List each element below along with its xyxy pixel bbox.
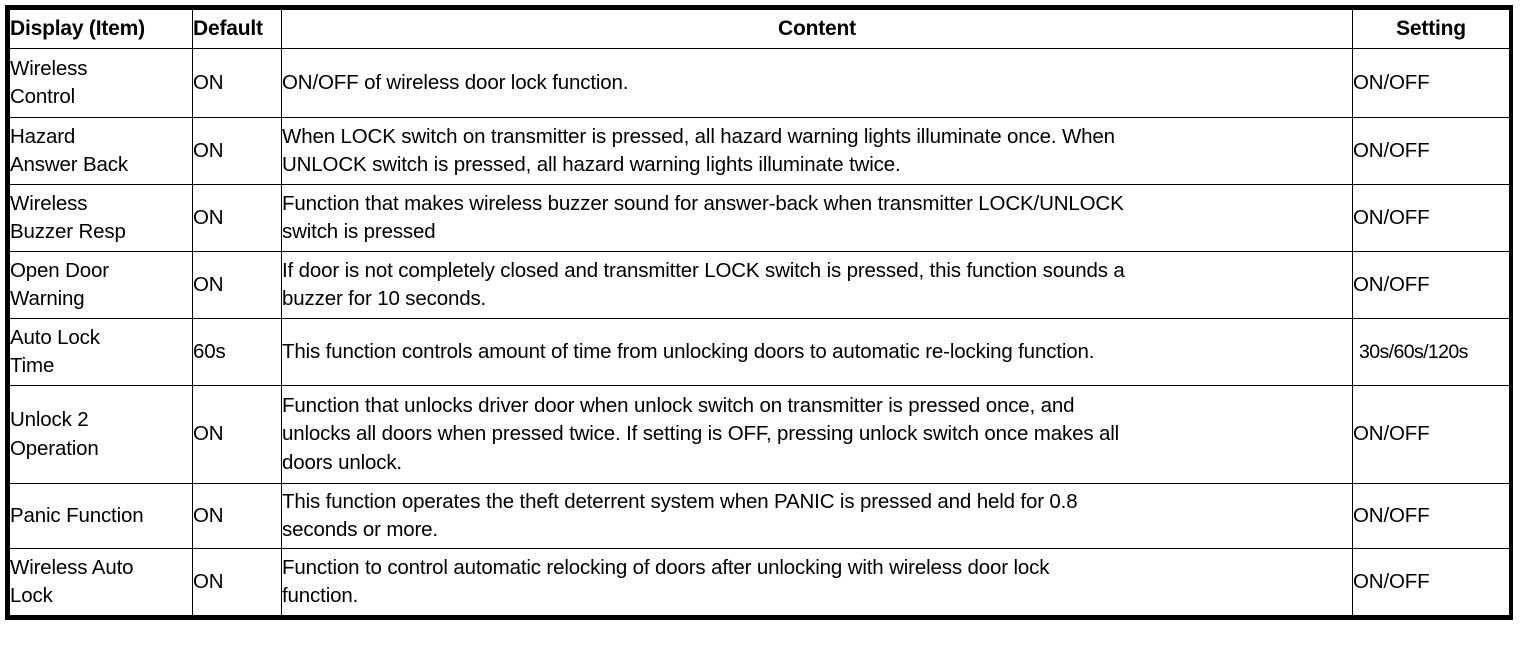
table-row: Wireless Control ON ON/OFF of wireless d… [9,48,1510,118]
content-line-2: function. [282,584,359,607]
cell-display-item: Open Door Warning [9,251,193,319]
cell-content: This function operates the theft deterre… [281,483,1353,549]
item-label-line-1: Panic Function [10,503,144,527]
cell-setting-value: ON/OFF [1352,48,1510,118]
cell-content: When LOCK switch on transmitter is press… [281,117,1353,185]
item-label-line-2: Control [10,85,76,108]
column-header-content: Content [281,9,1353,49]
cell-setting-value: 30s/60s/120s [1352,318,1510,386]
item-label-line-1: Unlock 2 [10,408,89,432]
cell-content: Function that makes wireless buzzer soun… [281,184,1353,252]
cell-default-value: ON [192,184,282,252]
table-row: Unlock 2 Operation ON Function that unlo… [9,385,1510,484]
item-label-line-1: Wireless [10,56,88,80]
table-row: Panic Function ON This function operates… [9,483,1510,549]
content-line-2: UNLOCK switch is pressed, all hazard war… [282,153,901,176]
cell-display-item: Wireless Buzzer Resp [9,184,193,252]
cell-display-item: Wireless Control [9,48,193,118]
cell-default-value: ON [192,48,282,118]
item-label-line-2: Time [10,354,55,377]
header-row: Display (Item) Default Content Setting [9,9,1510,49]
wireless-door-lock-settings-table: Display (Item) Default Content Setting W… [9,9,1510,616]
content-line-1: When LOCK switch on transmitter is press… [282,124,1115,148]
cell-content: This function controls amount of time fr… [281,318,1353,386]
cell-display-item: Auto Lock Time [9,318,193,386]
item-label-line-2: Answer Back [10,153,128,176]
item-label-line-2: Lock [10,584,53,607]
item-label-line-1: Wireless [10,191,88,215]
content-line-1: ON/OFF of wireless door lock function. [282,70,629,94]
content-line-2: buzzer for 10 seconds. [282,287,487,310]
table-row: Wireless Auto Lock ON Function to contro… [9,548,1510,616]
cell-default-value: 60s [192,318,282,386]
cell-default-value: ON [192,385,282,484]
cell-content: Function that unlocks driver door when u… [281,385,1353,484]
table-row: Wireless Buzzer Resp ON Function that ma… [9,184,1510,252]
item-label-line-2: Warning [10,287,85,310]
column-header-setting: Setting [1352,9,1510,49]
item-label-line-1: Hazard [10,124,76,148]
column-header-display-item: Display (Item) [9,9,193,49]
content-line-2: unlocks all doors when pressed twice. If… [282,422,1120,446]
specification-table-container: Display (Item) Default Content Setting W… [5,5,1513,620]
column-header-default: Default [192,9,282,49]
cell-setting-value: ON/OFF [1352,548,1510,616]
cell-setting-value: ON/OFF [1352,184,1510,252]
item-label-line-2: Operation [10,436,99,460]
item-label-line-1: Open Door [10,258,109,282]
content-line-2: switch is pressed [282,220,436,243]
cell-display-item: Wireless Auto Lock [9,548,193,616]
content-line-1: Function that makes wireless buzzer soun… [282,191,1124,215]
item-label-line-1: Auto Lock [10,325,100,349]
content-line-1: Function to control automatic relocking … [282,555,1050,579]
cell-default-value: ON [192,548,282,616]
cell-setting-value: ON/OFF [1352,117,1510,185]
item-label-line-1: Wireless Auto [10,555,134,579]
cell-content: If door is not completely closed and tra… [281,251,1353,319]
cell-display-item: Panic Function [9,483,193,549]
cell-display-item: Hazard Answer Back [9,117,193,185]
cell-content: ON/OFF of wireless door lock function. [281,48,1353,118]
cell-default-value: ON [192,251,282,319]
cell-setting-value: ON/OFF [1352,385,1510,484]
content-line-1: This function operates the theft deterre… [282,489,1078,513]
table-row: Hazard Answer Back ON When LOCK switch o… [9,117,1510,185]
content-line-3: doors unlock. [282,450,402,474]
content-line-1: Function that unlocks driver door when u… [282,394,1075,418]
table-row: Auto Lock Time 60s This function control… [9,318,1510,386]
cell-setting-value: ON/OFF [1352,251,1510,319]
cell-setting-value: ON/OFF [1352,483,1510,549]
content-line-1: This function controls amount of time fr… [282,339,1095,363]
cell-default-value: ON [192,117,282,185]
table-header: Display (Item) Default Content Setting [9,9,1510,49]
table-body: Wireless Control ON ON/OFF of wireless d… [9,48,1510,616]
item-label-line-2: Buzzer Resp [10,220,126,243]
cell-content: Function to control automatic relocking … [281,548,1353,616]
cell-default-value: ON [192,483,282,549]
cell-display-item: Unlock 2 Operation [9,385,193,484]
content-line-2: seconds or more. [282,518,438,541]
table-row: Open Door Warning ON If door is not comp… [9,251,1510,319]
content-line-1: If door is not completely closed and tra… [282,258,1125,282]
